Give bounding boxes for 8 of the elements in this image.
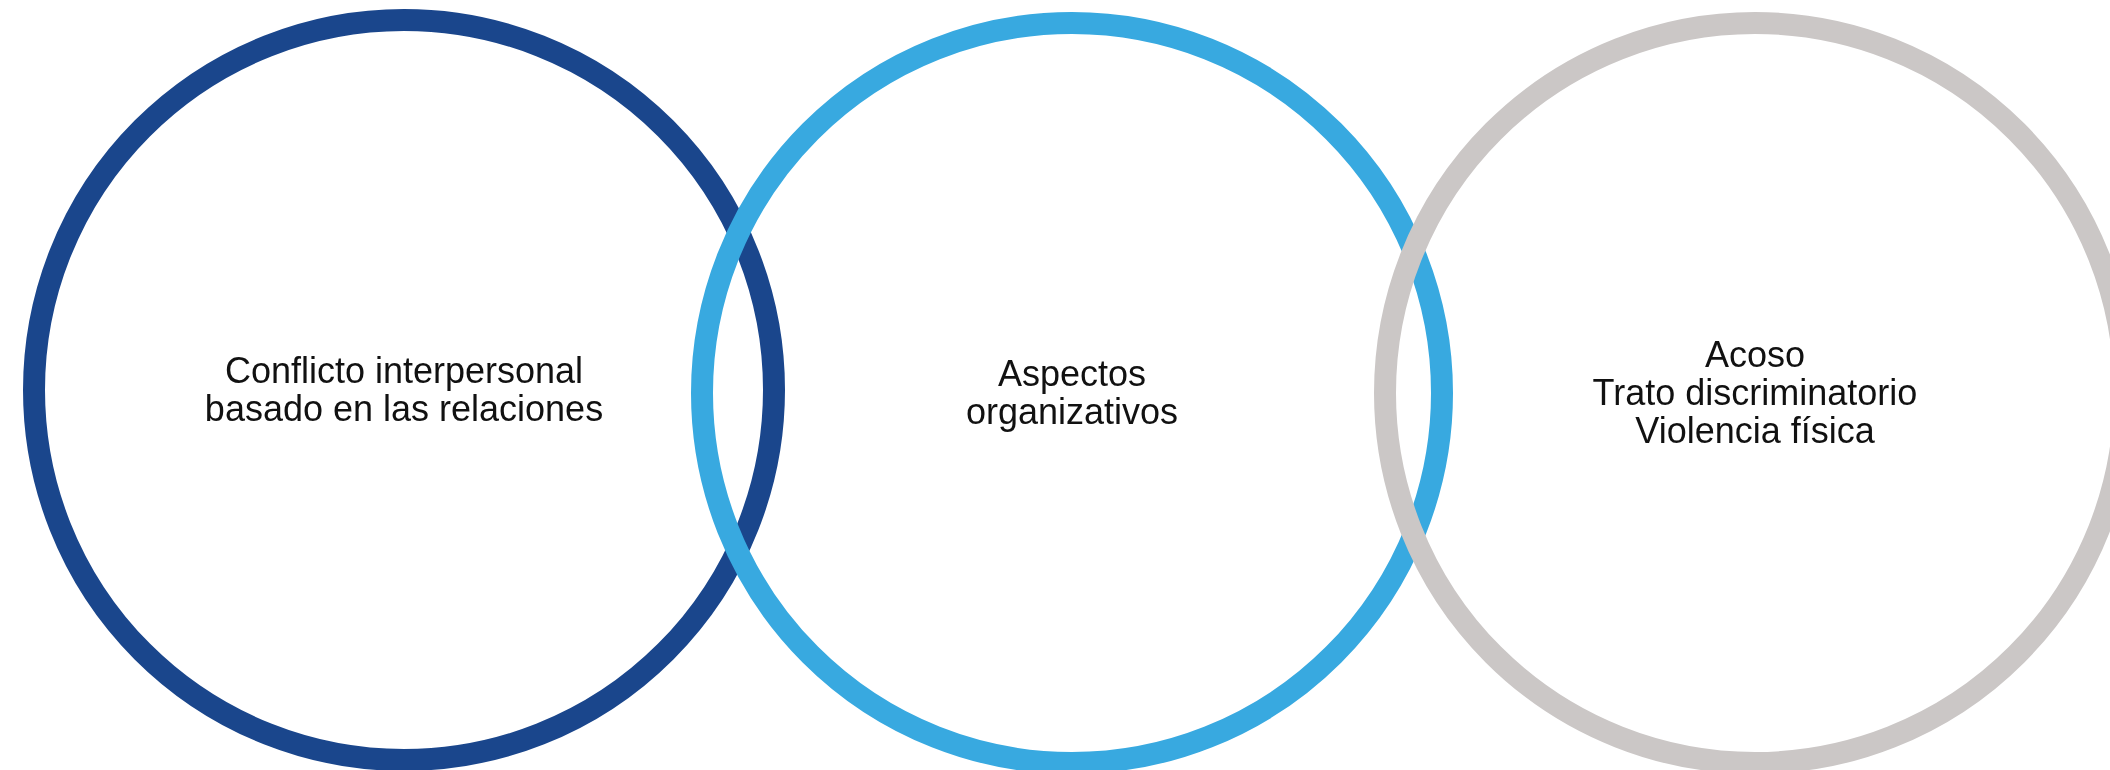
circle-node [691,12,1453,770]
node-label: Trato discriminatorio [1592,374,1918,412]
circle-node [23,9,785,770]
node-label: Violencia física [1635,411,1875,450]
node-label: Conflicto interpersonal basado en las relaciones [203,352,605,428]
circle-node [1374,12,2110,770]
node-label: Aspectos organizativos [964,355,1180,431]
node-label: Acoso [1704,336,1806,375]
